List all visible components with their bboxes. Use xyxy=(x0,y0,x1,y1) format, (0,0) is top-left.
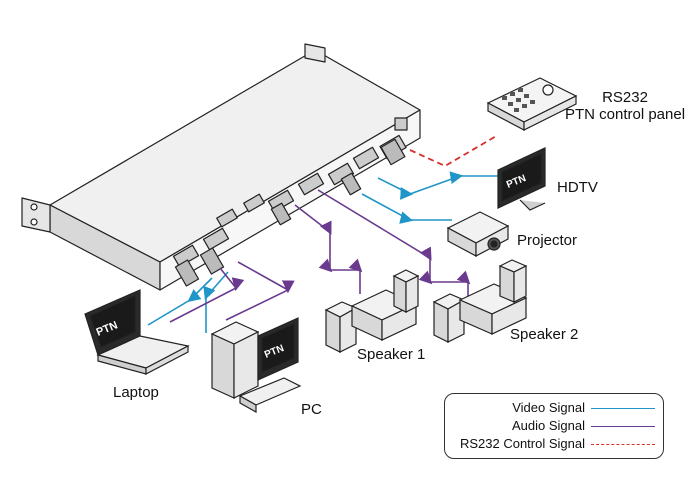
ptn-control-panel xyxy=(486,77,578,131)
audio-line-pc xyxy=(225,261,295,321)
video-line-projector xyxy=(361,193,452,224)
speaker2-label: Speaker 2 xyxy=(510,326,579,343)
audio-signal-lines xyxy=(169,189,471,323)
projector-device xyxy=(446,211,510,258)
legend-label-video: Video Signal xyxy=(512,400,585,415)
laptop-label: Laptop xyxy=(113,384,159,401)
legend-item-rs232: RS232 Control Signal xyxy=(445,436,665,453)
audio-line-speaker2 xyxy=(317,189,471,296)
rack-ear-right xyxy=(304,43,326,63)
legend: Video Signal Audio Signal RS232 Control … xyxy=(444,393,664,459)
legend-swatch-audio xyxy=(591,426,655,427)
video-line-pc xyxy=(203,271,229,333)
speaker2-system xyxy=(432,259,528,343)
audio-line-speaker1 xyxy=(294,204,363,294)
speaker1-system xyxy=(324,269,420,353)
speaker1-label: Speaker 1 xyxy=(357,346,426,363)
hdtv-device: PTN xyxy=(497,147,546,211)
rs232-control-line xyxy=(409,134,499,168)
video-line-laptop xyxy=(147,277,213,326)
rs232-label-line2: PTN control panel xyxy=(564,106,686,124)
matrix-switcher xyxy=(21,43,421,291)
video-line-hdtv xyxy=(377,171,498,200)
legend-swatch-video xyxy=(591,408,655,409)
legend-item-video: Video Signal xyxy=(445,400,665,417)
rs232-label-line1: RS232 xyxy=(602,89,648,106)
legend-label-audio: Audio Signal xyxy=(512,418,585,433)
rs232-panel-label: RS232 PTN control panel xyxy=(560,89,690,124)
legend-item-audio: Audio Signal xyxy=(445,418,665,435)
laptop-device: PTN xyxy=(84,289,190,375)
legend-swatch-rs232 xyxy=(591,444,655,445)
hdtv-label: HDTV xyxy=(557,179,598,196)
legend-label-rs232: RS232 Control Signal xyxy=(459,436,585,451)
audio-line-laptop xyxy=(169,267,245,323)
pc-device: PTN xyxy=(210,317,302,414)
pc-label: PC xyxy=(301,401,322,418)
rack-ear-left xyxy=(21,197,51,233)
video-signal-lines xyxy=(147,171,498,333)
projector-label: Projector xyxy=(517,232,578,249)
